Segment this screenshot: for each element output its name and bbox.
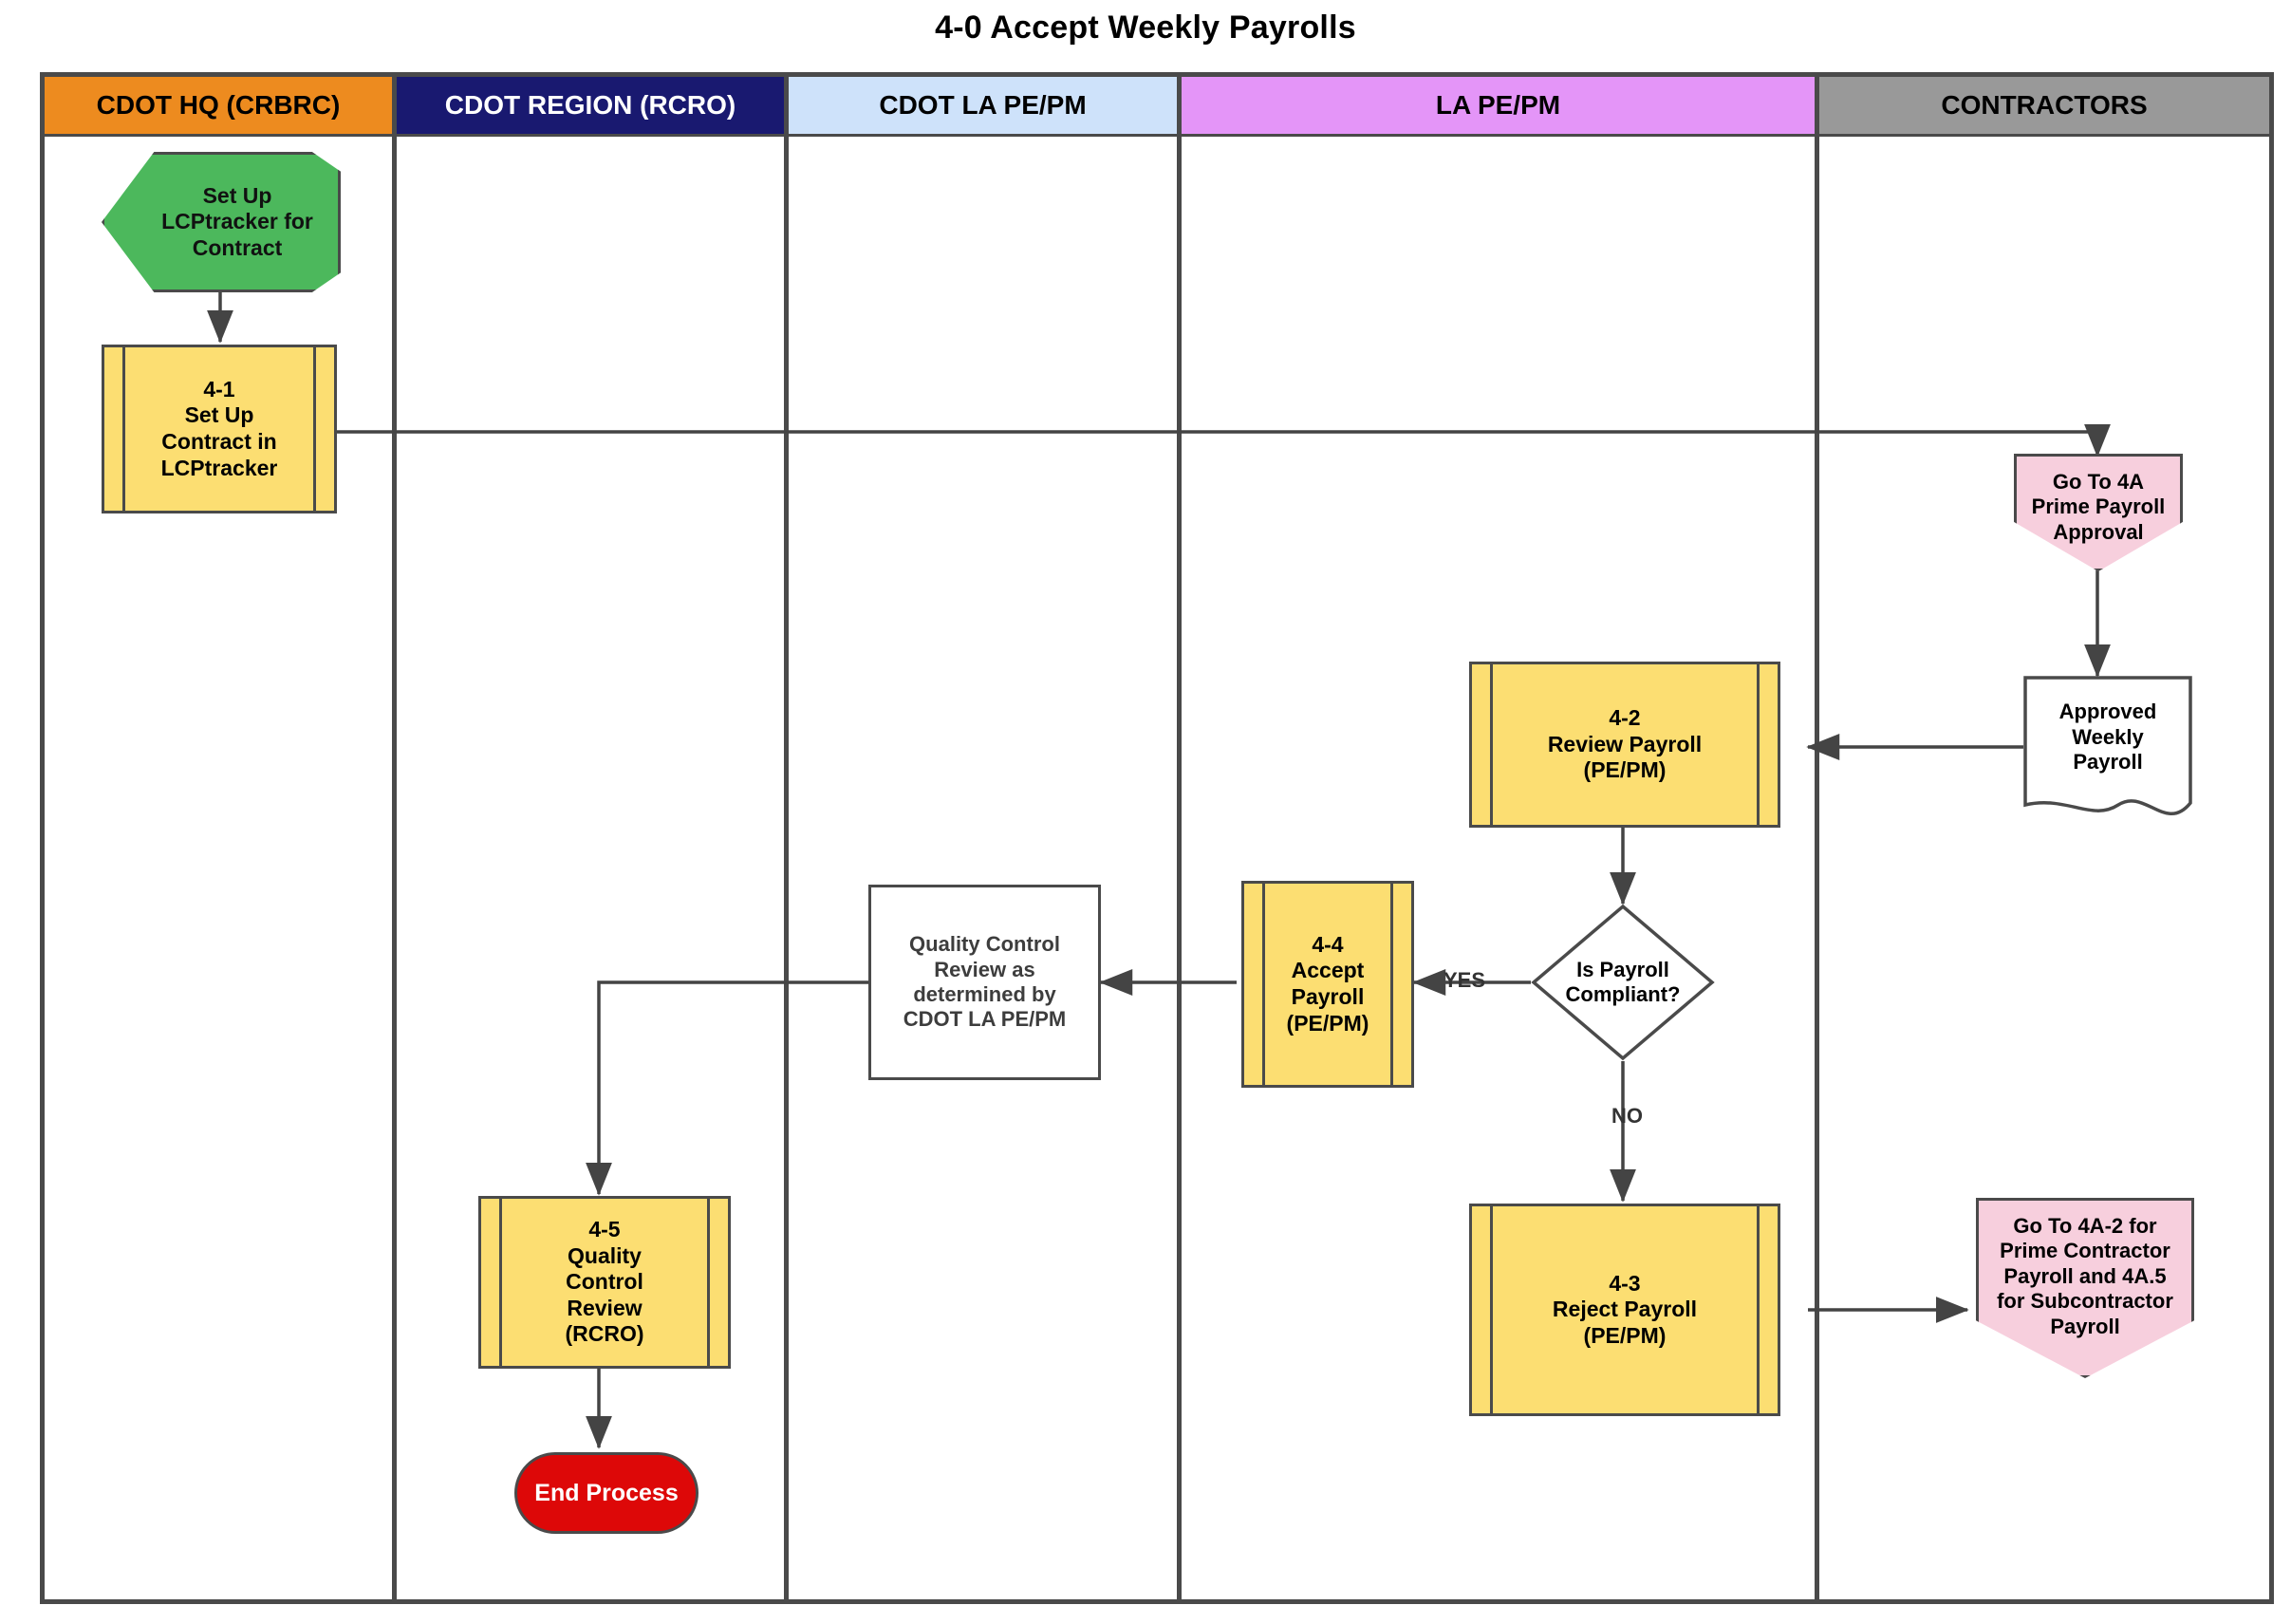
node-quality-control-review-note[interactable]: Quality Control Review as determined by … (868, 885, 1101, 1080)
node-label: Go To 4A Prime Payroll Approval (2031, 470, 2166, 544)
lane-header-label: LA PE/PM (1435, 90, 1561, 120)
node-label: 4-3 Reject Payroll (PE/PM) (1552, 1270, 1698, 1348)
lane-header-label: CDOT LA PE/PM (879, 90, 1087, 120)
lane-header-la-pepm: LA PE/PM (1182, 77, 1815, 134)
node-label: Set Up LCPtracker for Contract (161, 182, 313, 260)
node-label: Go To 4A-2 for Prime Contractor Payroll … (1997, 1214, 2173, 1338)
node-label: 4-4 Accept Payroll (PE/PM) (1286, 931, 1369, 1036)
lane-divider-1 (392, 72, 397, 1604)
predefined-bar-right (1757, 1206, 1760, 1413)
predefined-bar-left (1262, 884, 1265, 1085)
predefined-bar-right (707, 1199, 710, 1366)
lane-header-contractors: CONTRACTORS (1819, 77, 2269, 134)
edge-label-yes: YES (1444, 968, 1486, 992)
document-shape-outline (2023, 676, 2192, 816)
node-label: 4-1 Set Up Contract in LCPtracker (160, 376, 278, 480)
lane-header-cdot-region: CDOT REGION (RCRO) (397, 77, 784, 134)
page-title: 4-0 Accept Weekly Payrolls (935, 9, 1356, 46)
swimlane-frame (40, 72, 2274, 1604)
lane-divider-2 (784, 72, 789, 1604)
predefined-bar-right (313, 347, 316, 511)
node-label: Is Payroll Compliant? (1565, 957, 1681, 1006)
lane-header-cdot-la-pepm: CDOT LA PE/PM (789, 77, 1177, 134)
node-4-3-reject-payroll[interactable]: 4-3 Reject Payroll (PE/PM) (1469, 1204, 1780, 1416)
node-label: 4-2 Review Payroll (PE/PM) (1547, 705, 1703, 783)
lane-header-label: CDOT HQ (CRBRC) (96, 90, 341, 120)
predefined-bar-left (1490, 1206, 1493, 1413)
predefined-bar-left (122, 347, 125, 511)
node-end-process[interactable]: End Process (514, 1452, 698, 1534)
node-approved-weekly-payroll[interactable]: Approved Weekly Payroll (2023, 676, 2192, 820)
node-start-setup-lcptracker[interactable]: Set Up LCPtracker for Contract (102, 152, 341, 292)
node-4-1-setup-contract[interactable]: 4-1 Set Up Contract in LCPtracker (102, 345, 337, 513)
decision-shape-outline (1531, 904, 1715, 1061)
predefined-bar-left (1490, 664, 1493, 825)
edge-label-no: NO (1611, 1104, 1643, 1128)
predefined-bar-right (1390, 884, 1393, 1085)
node-4-2-review-payroll[interactable]: 4-2 Review Payroll (PE/PM) (1469, 662, 1780, 828)
lane-header-underline (40, 134, 2274, 137)
node-goto-4a2-subcontractor-payroll[interactable]: Go To 4A-2 for Prime Contractor Payroll … (1976, 1198, 2194, 1378)
node-label: End Process (534, 1480, 679, 1506)
node-decision-is-payroll-compliant[interactable]: Is Payroll Compliant? (1531, 904, 1715, 1061)
node-4-4-accept-payroll[interactable]: 4-4 Accept Payroll (PE/PM) (1241, 881, 1414, 1088)
lane-header-label: CONTRACTORS (1941, 90, 2148, 120)
lane-divider-3 (1177, 72, 1182, 1604)
node-label: 4-5 Quality Control Review (RCRO) (565, 1217, 644, 1347)
predefined-bar-left (499, 1199, 502, 1366)
lane-header-cdot-hq: CDOT HQ (CRBRC) (45, 77, 392, 134)
lane-divider-4 (1815, 72, 1819, 1604)
predefined-bar-right (1757, 664, 1760, 825)
node-label: Quality Control Review as determined by … (903, 932, 1067, 1032)
node-4-5-quality-control-review[interactable]: 4-5 Quality Control Review (RCRO) (478, 1196, 731, 1369)
node-label: Approved Weekly Payroll (2058, 700, 2157, 775)
lane-header-label: CDOT REGION (RCRO) (444, 90, 736, 120)
